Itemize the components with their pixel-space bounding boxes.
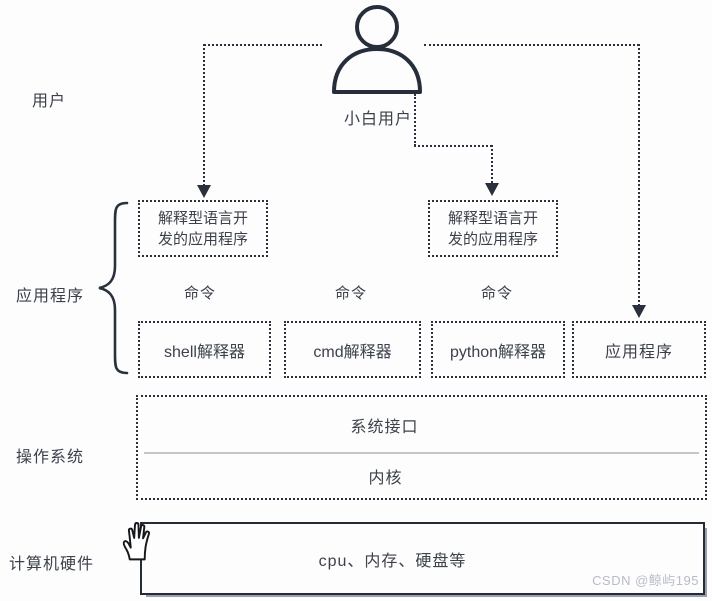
hardware-box: cpu、内存、硬盘等 CSDN @鲸屿195 <box>140 522 705 595</box>
arrowhead-right <box>632 305 646 318</box>
flow-line-left-vertical <box>203 44 205 186</box>
box-interpreted-app-right-line2: 发的应用程序 <box>447 230 538 248</box>
box-python-interpreter: python解释器 <box>431 321 565 378</box>
flow-line-right-vertical <box>638 44 640 306</box>
arrowhead-middle <box>485 183 499 196</box>
command-label-1: 命令 <box>183 285 216 302</box>
flow-line-mid-vertical-1 <box>414 94 416 146</box>
command-label-3: 命令 <box>480 285 513 302</box>
kernel-label: 内核 <box>368 470 403 487</box>
hardware-label: cpu、内存、硬盘等 <box>318 552 467 570</box>
box-application: 应用程序 <box>572 321 706 378</box>
layer-label-applications: 应用程序 <box>16 288 85 305</box>
flow-line-mid-vertical-2 <box>491 145 493 183</box>
person-icon <box>331 2 423 99</box>
flow-line-mid-horizontal <box>414 145 492 147</box>
box-shell-interpreter: shell解释器 <box>138 321 271 378</box>
box-interpreted-app-left: 解释型语言开 发的应用程序 <box>138 200 268 257</box>
os-box: 系统接口 内核 <box>136 395 707 500</box>
box-interpreted-app-left-line1: 解释型语言开 <box>157 209 248 227</box>
os-divider <box>144 452 699 454</box>
brace-applications <box>94 200 130 381</box>
watermark: CSDN @鲸屿195 <box>592 573 699 588</box>
flow-line-top-left <box>204 44 322 46</box>
user-caption: 小白用户 <box>343 111 412 128</box>
flow-line-top-right <box>424 44 639 46</box>
box-cmd-interpreter: cmd解释器 <box>284 321 421 378</box>
layer-label-user: 用户 <box>32 93 67 110</box>
hand-cursor-icon <box>122 519 158 566</box>
box-interpreted-app-left-line2: 发的应用程序 <box>157 230 248 248</box>
box-interpreted-app-right-line1: 解释型语言开 <box>447 209 538 227</box>
layer-label-hardware: 计算机硬件 <box>9 556 95 573</box>
system-interface-label: 系统接口 <box>350 418 419 436</box>
layer-label-os: 操作系统 <box>16 449 85 466</box>
box-interpreted-app-right: 解释型语言开 发的应用程序 <box>428 200 558 257</box>
arrowhead-left <box>197 185 211 198</box>
command-label-2: 命令 <box>334 285 367 302</box>
